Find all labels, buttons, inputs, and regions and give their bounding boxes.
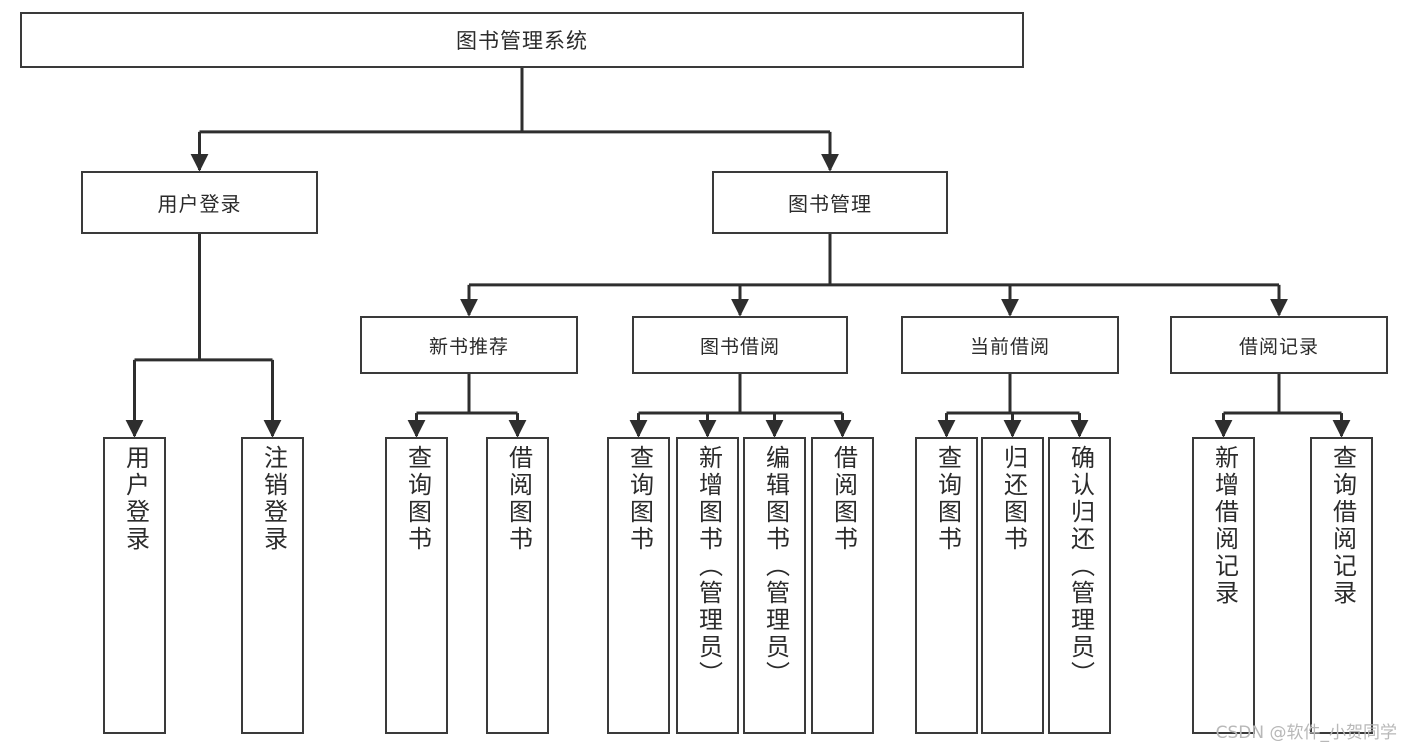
node-new-book-rec[interactable]: 新书推荐 — [360, 316, 578, 374]
node-book-borrow[interactable]: 图书借阅 — [632, 316, 848, 374]
leaf-label: 归还图书 — [999, 445, 1028, 553]
leaf-leaf-logout[interactable]: 注销登录 — [241, 437, 304, 734]
leaf-leaf-borrow-book-2[interactable]: 借阅图书 — [811, 437, 874, 734]
leaf-leaf-add-book[interactable]: 新增图书（管理员） — [676, 437, 739, 734]
leaf-label: 查询借阅记录 — [1328, 445, 1357, 607]
leaf-label: 用户登录 — [121, 445, 150, 553]
node-borrow-record[interactable]: 借阅记录 — [1170, 316, 1388, 374]
leaf-label: 注销登录 — [259, 445, 288, 553]
leaf-label: 查询图书 — [625, 445, 654, 553]
leaf-leaf-query-record[interactable]: 查询借阅记录 — [1310, 437, 1373, 734]
leaf-label: 编辑图书（管理员） — [761, 445, 790, 688]
leaf-leaf-confirm-return[interactable]: 确认归还（管理员） — [1048, 437, 1111, 734]
leaf-label: 新增图书（管理员） — [694, 445, 723, 688]
leaf-label: 查询图书 — [933, 445, 962, 553]
leaf-leaf-user-login[interactable]: 用户登录 — [103, 437, 166, 734]
node-root[interactable]: 图书管理系统 — [20, 12, 1024, 68]
leaf-leaf-query-book-2[interactable]: 查询图书 — [607, 437, 670, 734]
leaf-leaf-add-record[interactable]: 新增借阅记录 — [1192, 437, 1255, 734]
leaf-leaf-return-book[interactable]: 归还图书 — [981, 437, 1044, 734]
leaf-label: 借阅图书 — [504, 445, 533, 553]
leaf-label: 新增借阅记录 — [1210, 445, 1239, 607]
leaf-label: 借阅图书 — [829, 445, 858, 553]
node-user-login[interactable]: 用户登录 — [81, 171, 318, 234]
node-book-manage[interactable]: 图书管理 — [712, 171, 948, 234]
leaf-leaf-borrow-book-1[interactable]: 借阅图书 — [486, 437, 549, 734]
leaf-label: 查询图书 — [403, 445, 432, 553]
leaf-leaf-query-book-3[interactable]: 查询图书 — [915, 437, 978, 734]
csdn-watermark: CSDN @软件_小贺同学 — [1215, 723, 1397, 743]
node-current-borrow[interactable]: 当前借阅 — [901, 316, 1119, 374]
leaf-label: 确认归还（管理员） — [1066, 445, 1095, 688]
leaf-leaf-query-book-1[interactable]: 查询图书 — [385, 437, 448, 734]
leaf-leaf-edit-book[interactable]: 编辑图书（管理员） — [743, 437, 806, 734]
